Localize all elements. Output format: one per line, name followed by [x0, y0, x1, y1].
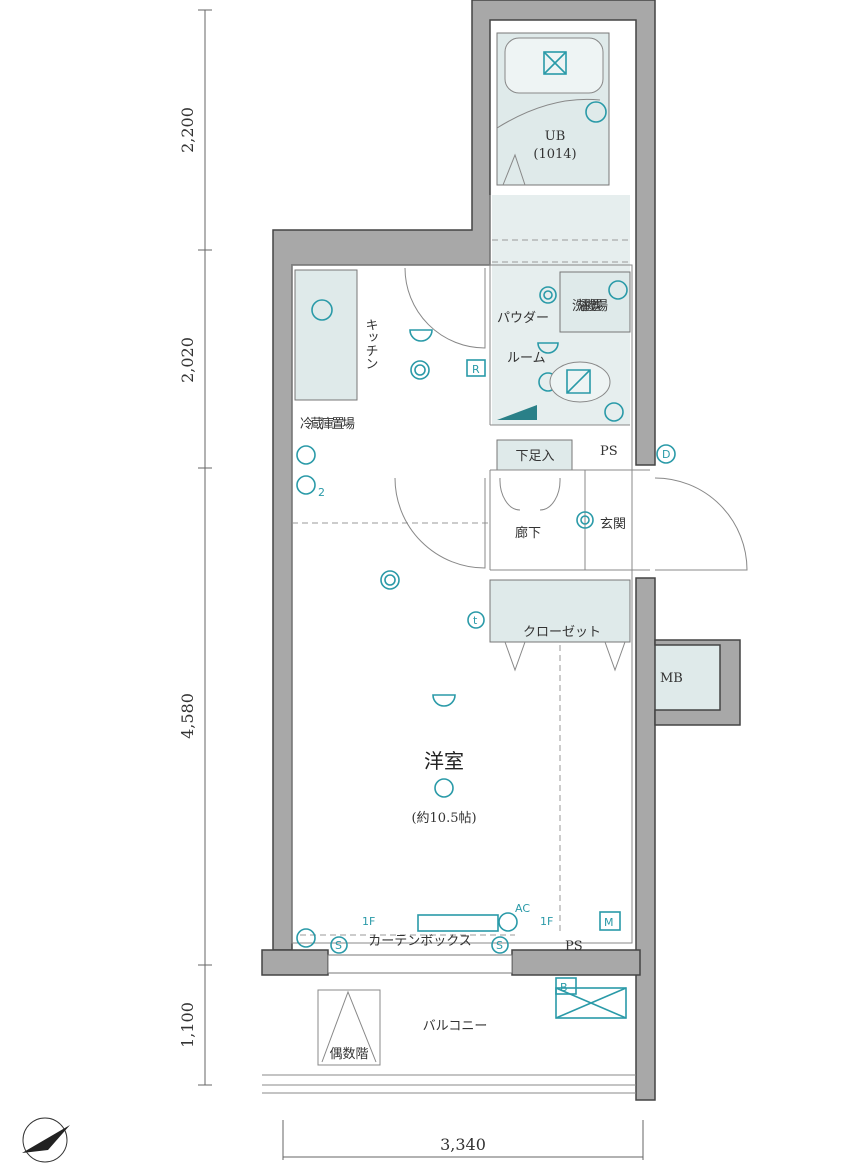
- outlet3-icon: [296, 928, 316, 948]
- entrance-label: 玄関: [600, 517, 626, 532]
- b-symbol-box: [555, 977, 577, 995]
- d-symbol: [656, 444, 676, 464]
- washer-space: [559, 271, 631, 333]
- b-label: B: [560, 981, 568, 994]
- t-label: t: [473, 614, 478, 627]
- washer-outlet-icon: [608, 280, 628, 300]
- room-light-icon: [380, 570, 400, 590]
- shoe-box-label: 下足入: [515, 449, 554, 464]
- toilet: [549, 361, 611, 403]
- western-room-label: 洋室: [424, 749, 464, 773]
- bath-light-icon: [585, 101, 607, 123]
- r-symbol: [466, 359, 486, 377]
- entrance-door[interactable]: [654, 477, 748, 571]
- water-heater-icon: [555, 987, 627, 1019]
- s-label-left: S: [335, 939, 342, 952]
- m-symbol: [599, 911, 621, 931]
- outlet-count: 2: [318, 486, 325, 499]
- meter-box: [654, 644, 721, 711]
- balcony-label: バルコニー: [423, 1019, 488, 1034]
- fridge-label: 冷蔵庫置場: [300, 417, 355, 432]
- hatch-label: 偶数階: [329, 1047, 368, 1062]
- ac-outlet-icon: [498, 912, 518, 932]
- t-symbol: [467, 611, 485, 629]
- washer-label: 洗濯機置場: [572, 299, 608, 314]
- kitchen-counter: [294, 269, 358, 401]
- floor-drain: [497, 405, 537, 420]
- toilet-outlet-icon: [604, 402, 624, 422]
- s-symbol-left: [330, 936, 348, 954]
- 1f-label-left: 1F: [362, 915, 375, 928]
- d-label: D: [662, 448, 670, 461]
- western-room-size: (約10.5帖): [411, 811, 476, 826]
- r-label: R: [472, 363, 480, 376]
- window: [327, 954, 513, 974]
- closet: [489, 579, 631, 643]
- walls: [261, 0, 741, 1101]
- curtain-box-label: カーテンボックス: [368, 934, 472, 949]
- evacuation-hatch: [317, 989, 381, 1066]
- kitchen-label: キッチン: [363, 318, 378, 370]
- ventilation-fan-icon: [543, 51, 567, 75]
- ps-upper-label: PS: [600, 444, 618, 459]
- hall-door[interactable]: [394, 477, 486, 569]
- mb-label: MB: [660, 671, 683, 686]
- toilet-fan-icon: [566, 369, 591, 394]
- ac-unit-icon: [417, 914, 499, 932]
- vertical-dimension: 2,200 2,020 4,580 1,100: [178, 9, 212, 1086]
- ac-label: AC: [515, 902, 530, 915]
- hallway-label: 廊下: [515, 525, 541, 541]
- outlet2-icon: [296, 475, 316, 495]
- down-light-icon: [409, 329, 433, 342]
- s-symbol-right: [491, 936, 509, 954]
- dim-4580: 4,580: [178, 693, 197, 739]
- ceiling-light-icon: [434, 778, 454, 798]
- stove-icon: [311, 299, 333, 321]
- horizontal-dimension: 3,340: [282, 1120, 644, 1160]
- ps-lower-label: PS: [565, 939, 583, 954]
- dim-3340: 3,340: [440, 1135, 486, 1154]
- dim-2020: 2,020: [178, 337, 197, 383]
- dim-2200: 2,200: [178, 107, 197, 153]
- powder-label-2: ルーム: [507, 351, 546, 366]
- powder-light-icon: [539, 286, 557, 304]
- outlet-icon: [296, 445, 316, 465]
- unit-bath-size: (1014): [533, 147, 576, 162]
- s-label-right: S: [496, 939, 503, 952]
- lights: [296, 280, 628, 948]
- bathtub: [504, 37, 604, 94]
- closet-label: クローゼット: [523, 625, 601, 640]
- north-arrow-icon: [22, 1117, 70, 1163]
- dim-1100: 1,100: [178, 1002, 197, 1048]
- kitchen-door[interactable]: [404, 267, 486, 349]
- powder-label-1: パウダー: [497, 311, 549, 326]
- entrance-light-icon: [576, 511, 594, 529]
- m-label: M: [604, 916, 614, 929]
- kitchen-light-icon: [410, 360, 430, 380]
- 1f-label-right: 1F: [540, 915, 553, 928]
- unit-bath-label: UB: [545, 129, 566, 144]
